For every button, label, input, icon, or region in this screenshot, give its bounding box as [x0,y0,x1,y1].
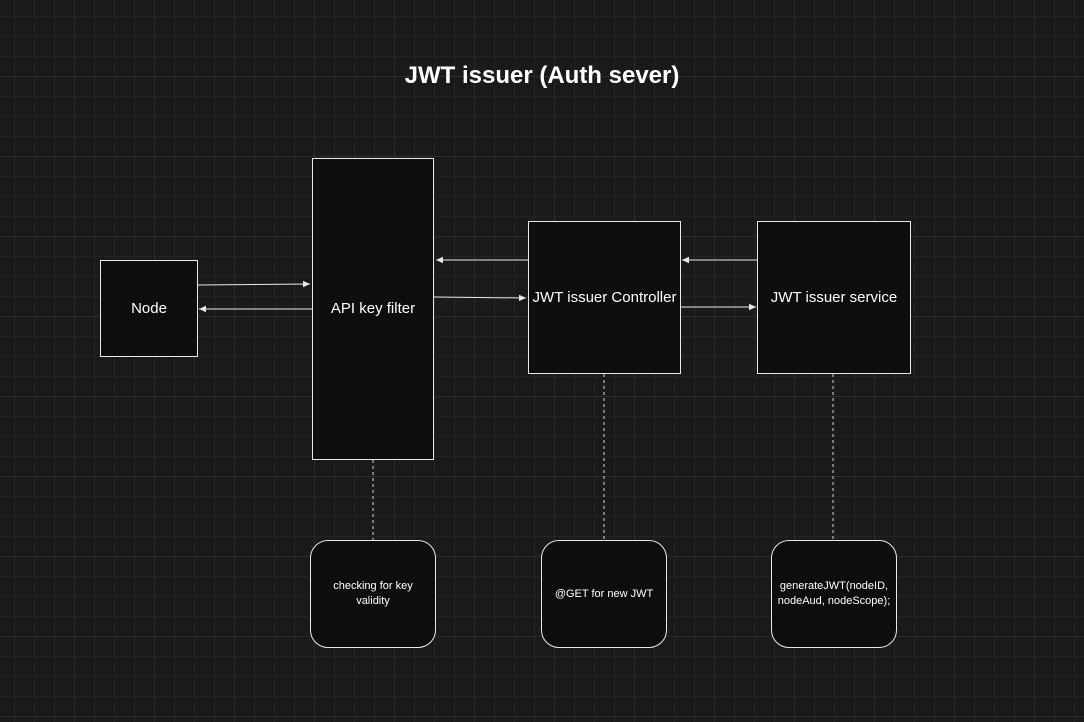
jwt-issuer-controller-box[interactable]: JWT issuer Controller [528,221,681,374]
jwt-issuer-controller-label: JWT issuer Controller [532,288,677,306]
node-label: Node [131,299,167,317]
jwt-issuer-service-box[interactable]: JWT issuer service [757,221,911,374]
key-validity-note-text: checking for key validity [333,580,413,607]
generate-jwt-note-line2: nodeAud, nodeScope); [777,595,891,607]
node-box[interactable]: Node [100,260,198,357]
diagram-title: JWT issuer (Auth sever) [404,62,680,89]
generate-jwt-note-text: generateJWT(nodeID, nodeAud, nodeScope); [778,579,891,609]
get-new-jwt-note[interactable]: @GET for new JWT [541,540,667,648]
api-key-filter-label: API key filter [330,300,416,317]
arrow-filter-to-controller [433,294,527,302]
arrow-node-to-filter [197,280,311,288]
generate-jwt-note[interactable]: generateJWT(nodeID, nodeAud, nodeScope); [771,540,897,648]
key-validity-note[interactable]: checking for key validity [310,540,436,648]
jwt-issuer-service-label: JWT issuer service [770,288,898,306]
api-key-filter-box[interactable]: API key filter [312,158,434,460]
generate-jwt-note-line1: generateJWT(nodeID, [779,580,889,592]
get-new-jwt-note-text: @GET for new JWT [554,587,654,600]
